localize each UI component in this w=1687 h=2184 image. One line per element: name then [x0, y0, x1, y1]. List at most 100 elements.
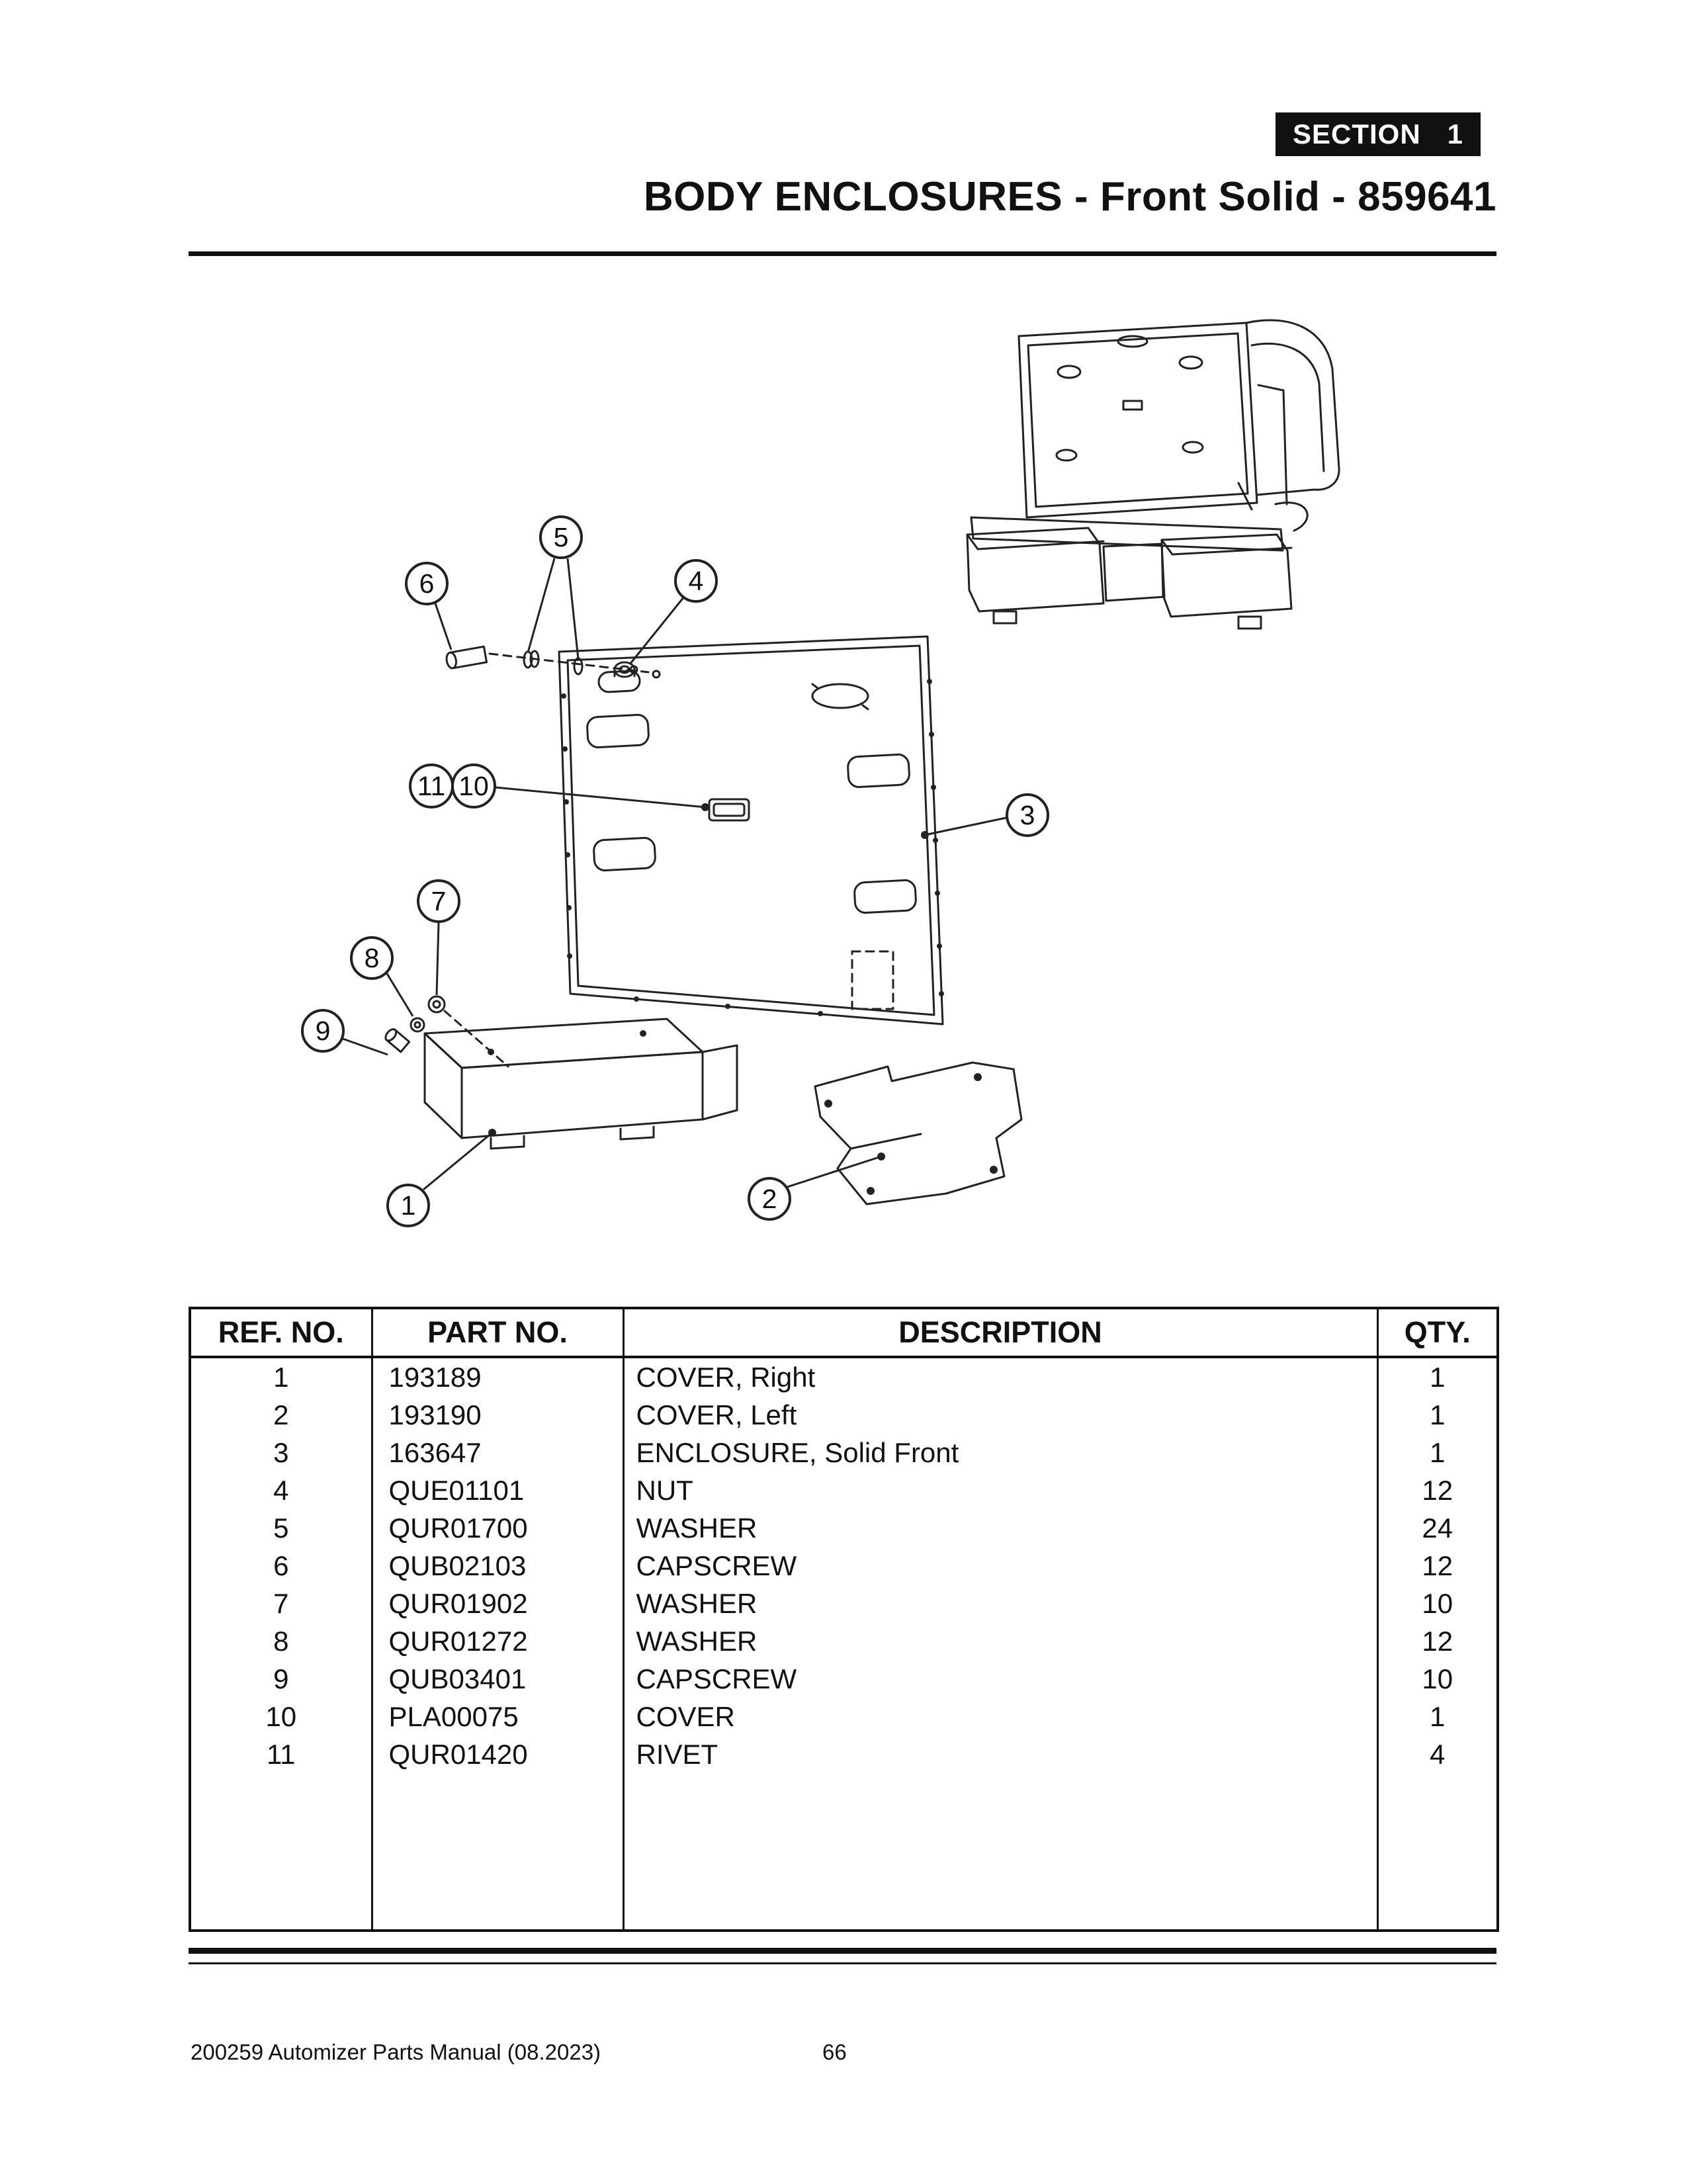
desc-cell: COVER [622, 1698, 1377, 1735]
washer-stack-art [384, 995, 509, 1068]
header-row: REF. NO. PART NO. DESCRIPTION QTY. [190, 1308, 1498, 1358]
header-description: DESCRIPTION [622, 1308, 1377, 1358]
ref-cell: 7 [273, 1588, 289, 1619]
ref-cell: 3 [273, 1437, 289, 1468]
callout-9: 9 [301, 1009, 345, 1053]
ref-cell: 8 [273, 1626, 289, 1657]
callout-11-label: 11 [417, 771, 446, 801]
ref-cell: 11 [266, 1739, 296, 1770]
filler-row [190, 1773, 1498, 1931]
desc-cell: NUT [622, 1471, 1377, 1509]
desc-cell: CAPSCREW [622, 1547, 1377, 1585]
callout-10-label: 10 [458, 771, 489, 801]
callouts: 5 6 4 11 10 3 [301, 515, 1049, 1227]
callout-3-label: 3 [1020, 800, 1035, 830]
callout-10: 10 [451, 764, 496, 808]
qty-cell: 1 [1376, 1698, 1498, 1735]
desc-cell: COVER, Right [622, 1357, 1377, 1396]
qty-cell: 1 [1376, 1357, 1498, 1396]
part-cell: QUB03401 [370, 1660, 623, 1698]
section-badge: SECTION 1 [1276, 112, 1481, 156]
callout-3: 3 [1006, 793, 1049, 837]
callout-2: 2 [748, 1177, 791, 1221]
ref-cell: 6 [273, 1550, 289, 1581]
leader-lines [342, 558, 1007, 1191]
desc-cell: COVER, Left [622, 1396, 1377, 1434]
qty-cell: 1 [1376, 1434, 1498, 1471]
page-title: BODY ENCLOSURES - Front Solid - 859641 [643, 174, 1496, 220]
callout-4-label: 4 [689, 566, 704, 596]
filler-cell [622, 1773, 1377, 1931]
qty-cell: 12 [1376, 1622, 1498, 1660]
qty-cell: 10 [1376, 1660, 1498, 1698]
part-cell: QUB02103 [370, 1547, 623, 1585]
cover-left-art [814, 1061, 1023, 1205]
qty-cell: 1 [1376, 1396, 1498, 1434]
header-ref-no: REF. NO. [190, 1308, 372, 1358]
bottom-rule-thin [189, 1962, 1496, 1964]
desc-cell: CAPSCREW [622, 1660, 1377, 1698]
desc-cell: WASHER [622, 1585, 1377, 1622]
part-cell: QUE01101 [370, 1471, 623, 1509]
header-part-no: PART NO. [370, 1308, 623, 1358]
enclosure-panel-art [558, 635, 944, 1026]
callout-11: 11 [409, 764, 454, 808]
callout-6: 6 [405, 562, 449, 605]
desc-cell: WASHER [622, 1622, 1377, 1660]
footer-page-number: 66 [822, 2040, 847, 2064]
parts-table-head: REF. NO. PART NO. DESCRIPTION QTY. [190, 1308, 1498, 1358]
qty-cell: 4 [1376, 1735, 1498, 1773]
filler-cell [370, 1773, 623, 1931]
title-rule [189, 251, 1496, 256]
part-cell: QUR01420 [370, 1735, 623, 1773]
callout-4: 4 [674, 559, 718, 603]
footer-doc-title: 200259 Automizer Parts Manual (08.2023) [191, 2040, 601, 2064]
ref-cell: 1 [273, 1362, 289, 1393]
callout-6-label: 6 [419, 568, 435, 599]
qty-cell: 12 [1376, 1547, 1498, 1585]
bottom-rule-thick [189, 1948, 1496, 1954]
part-cell: QUR01902 [370, 1585, 623, 1622]
callout-7: 7 [417, 879, 460, 923]
ref-cell: 2 [273, 1399, 289, 1430]
fastener-hardware-art [445, 645, 650, 678]
callout-1-label: 1 [401, 1190, 416, 1221]
part-cell: 193190 [370, 1396, 623, 1434]
callout-1: 1 [386, 1184, 430, 1227]
section-label: SECTION [1293, 118, 1421, 150]
part-cell: 163647 [370, 1434, 623, 1471]
desc-cell: RIVET [622, 1735, 1377, 1773]
ref-cell: 9 [273, 1663, 289, 1694]
callout-8: 8 [350, 936, 394, 980]
machine-thumbnail-art [966, 319, 1340, 630]
callout-2-label: 2 [762, 1184, 777, 1214]
part-cell: 193189 [370, 1357, 623, 1396]
desc-cell: WASHER [622, 1509, 1377, 1547]
exploded-diagram: 5 6 4 11 10 3 [301, 319, 1340, 1227]
cover-right-art [423, 1018, 738, 1150]
section-number: 1 [1447, 118, 1463, 150]
filler-cell [190, 1773, 372, 1931]
callout-5-label: 5 [554, 522, 569, 552]
desc-cell: ENCLOSURE, Solid Front [622, 1434, 1377, 1471]
part-cell: QUR01272 [370, 1622, 623, 1660]
ref-cell: 4 [273, 1475, 289, 1506]
part-cell: PLA00075 [370, 1698, 623, 1735]
ref-cell: 5 [273, 1512, 289, 1544]
part-cell: QUR01700 [370, 1509, 623, 1547]
callout-8-label: 8 [365, 943, 380, 973]
